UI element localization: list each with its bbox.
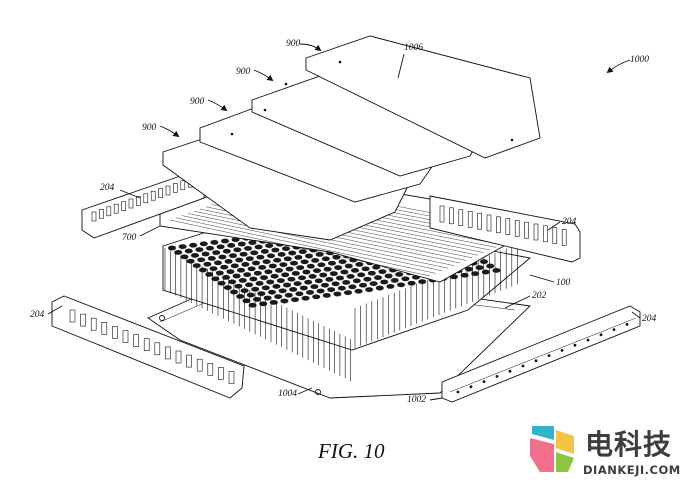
- sheet-stack: [162, 35, 541, 241]
- label-204-back-left: 204: [100, 183, 115, 193]
- label-900-c: 900: [190, 97, 205, 107]
- label-202: 202: [532, 291, 547, 301]
- leader-lines: [47, 43, 641, 401]
- label-1002: 1002: [407, 395, 426, 405]
- watermark-text-en: DIANKEJI.COM: [583, 463, 681, 477]
- watermark-text-cn: 电科技: [585, 428, 673, 461]
- label-1006: 1006: [404, 43, 423, 53]
- logo-yellow-shape: [556, 430, 574, 454]
- label-100: 100: [556, 278, 571, 288]
- side-rail-front-left: [51, 295, 245, 399]
- label-900-d: 900: [142, 123, 157, 133]
- label-204-front-left: 204: [30, 310, 45, 320]
- label-1004: 1004: [278, 389, 297, 399]
- logo-pink-shape: [530, 438, 554, 472]
- label-900-a: 900: [286, 39, 301, 49]
- label-204-back-right: 204: [562, 217, 577, 227]
- logo-green-shape: [556, 452, 574, 472]
- figure-caption: FIG. 10: [317, 439, 385, 463]
- label-204-front-right: 204: [642, 314, 657, 324]
- watermark-logo: [530, 426, 574, 472]
- label-900-b: 900: [236, 67, 251, 77]
- label-1000: 1000: [630, 55, 649, 65]
- side-rail-back-right: [429, 195, 581, 263]
- label-700: 700: [122, 233, 137, 243]
- logo-teal-shape: [532, 426, 554, 440]
- reference-labels: 900 1006 1000 900 900 900 204 700 204 10…: [30, 39, 657, 405]
